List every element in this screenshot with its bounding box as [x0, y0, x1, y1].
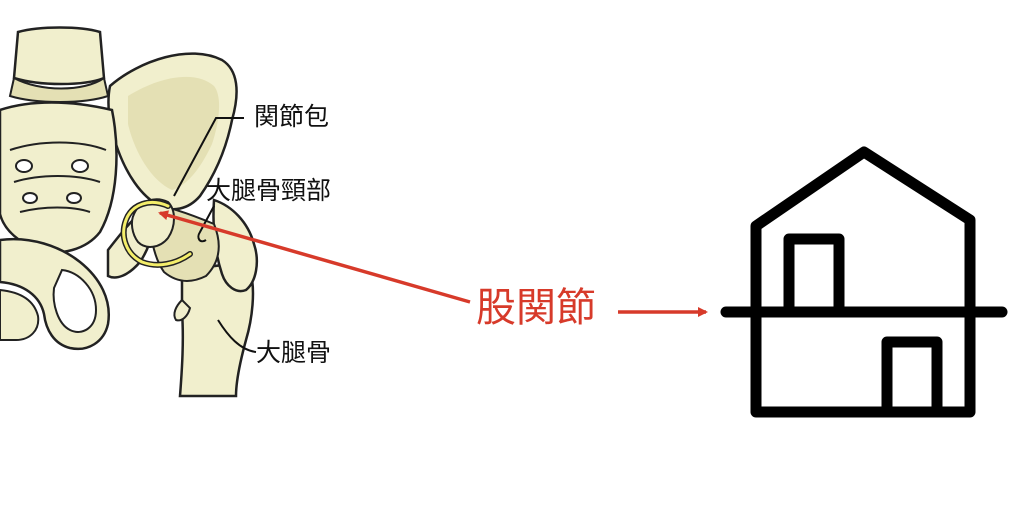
leader-capsule	[173, 117, 244, 197]
arrow-to-hip	[158, 210, 471, 304]
leader-femoral-neck	[197, 205, 215, 243]
pelvis-femur-illustration	[0, 26, 258, 398]
leader-femur	[217, 319, 257, 353]
label-femur: 大腿骨	[256, 338, 332, 367]
joint-capsule-highlight	[122, 201, 192, 267]
label-joint-capsule: 関節包	[254, 102, 330, 131]
label-femoral-neck: 大腿骨頸部	[206, 176, 332, 205]
lumbar-vertebra	[12, 26, 106, 86]
sacrum	[0, 101, 118, 254]
label-hip-joint: 股関節	[476, 285, 596, 331]
obturator-foramen	[52, 268, 98, 333]
house-icon	[720, 146, 1008, 418]
